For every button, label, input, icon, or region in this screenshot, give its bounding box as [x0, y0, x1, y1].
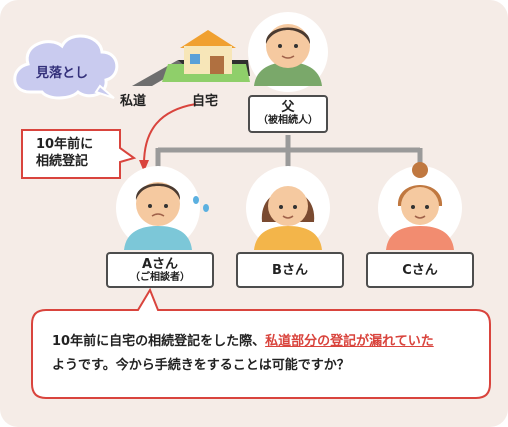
- child-b-label-box: Bさん: [236, 252, 344, 288]
- question-part2: ようです。今から手続きをすることは可能ですか？: [52, 358, 350, 373]
- father-name: 父: [281, 100, 295, 115]
- child-c-label-box: Cさん: [366, 252, 474, 288]
- father-label-box: 父 （被相続人）: [248, 95, 328, 133]
- child-a-name: Aさん: [141, 257, 179, 272]
- note-text: 10年前に 相続登記: [36, 136, 93, 170]
- road-label: 私道: [120, 94, 147, 109]
- child-c-avatar: [378, 162, 462, 250]
- question-part1: 10年前に自宅の相続登記をした際、: [52, 334, 266, 349]
- note-line2: 相続登記: [36, 154, 89, 169]
- cloud-shape: [13, 34, 119, 100]
- child-a-role: （ご相談者）: [130, 272, 190, 283]
- father-avatar: [248, 12, 328, 92]
- registration-arrow: [143, 103, 197, 165]
- child-c-name: Cさん: [402, 263, 438, 278]
- house-label: 自宅: [192, 94, 219, 109]
- house-icon: [180, 30, 236, 74]
- child-b-avatar: [246, 166, 330, 250]
- question-highlight: 私道部分の登記が漏れていた: [265, 334, 434, 349]
- sweat-drops-icon: [193, 196, 209, 212]
- note-line1: 10年前に: [36, 137, 94, 152]
- child-a-avatar: [116, 166, 200, 250]
- father-role: （被相続人）: [258, 115, 318, 126]
- note-box-shape: [21, 129, 137, 179]
- question-text: 10年前に自宅の相続登記をした際、私道部分の登記が漏れていた ようです。今から手…: [52, 330, 472, 378]
- speech-bubble-shape: [31, 287, 491, 399]
- child-b-name: Bさん: [272, 263, 308, 278]
- child-a-label-box: Aさん （ご相談者）: [106, 252, 214, 288]
- cloud-label: 見落とし: [36, 66, 89, 81]
